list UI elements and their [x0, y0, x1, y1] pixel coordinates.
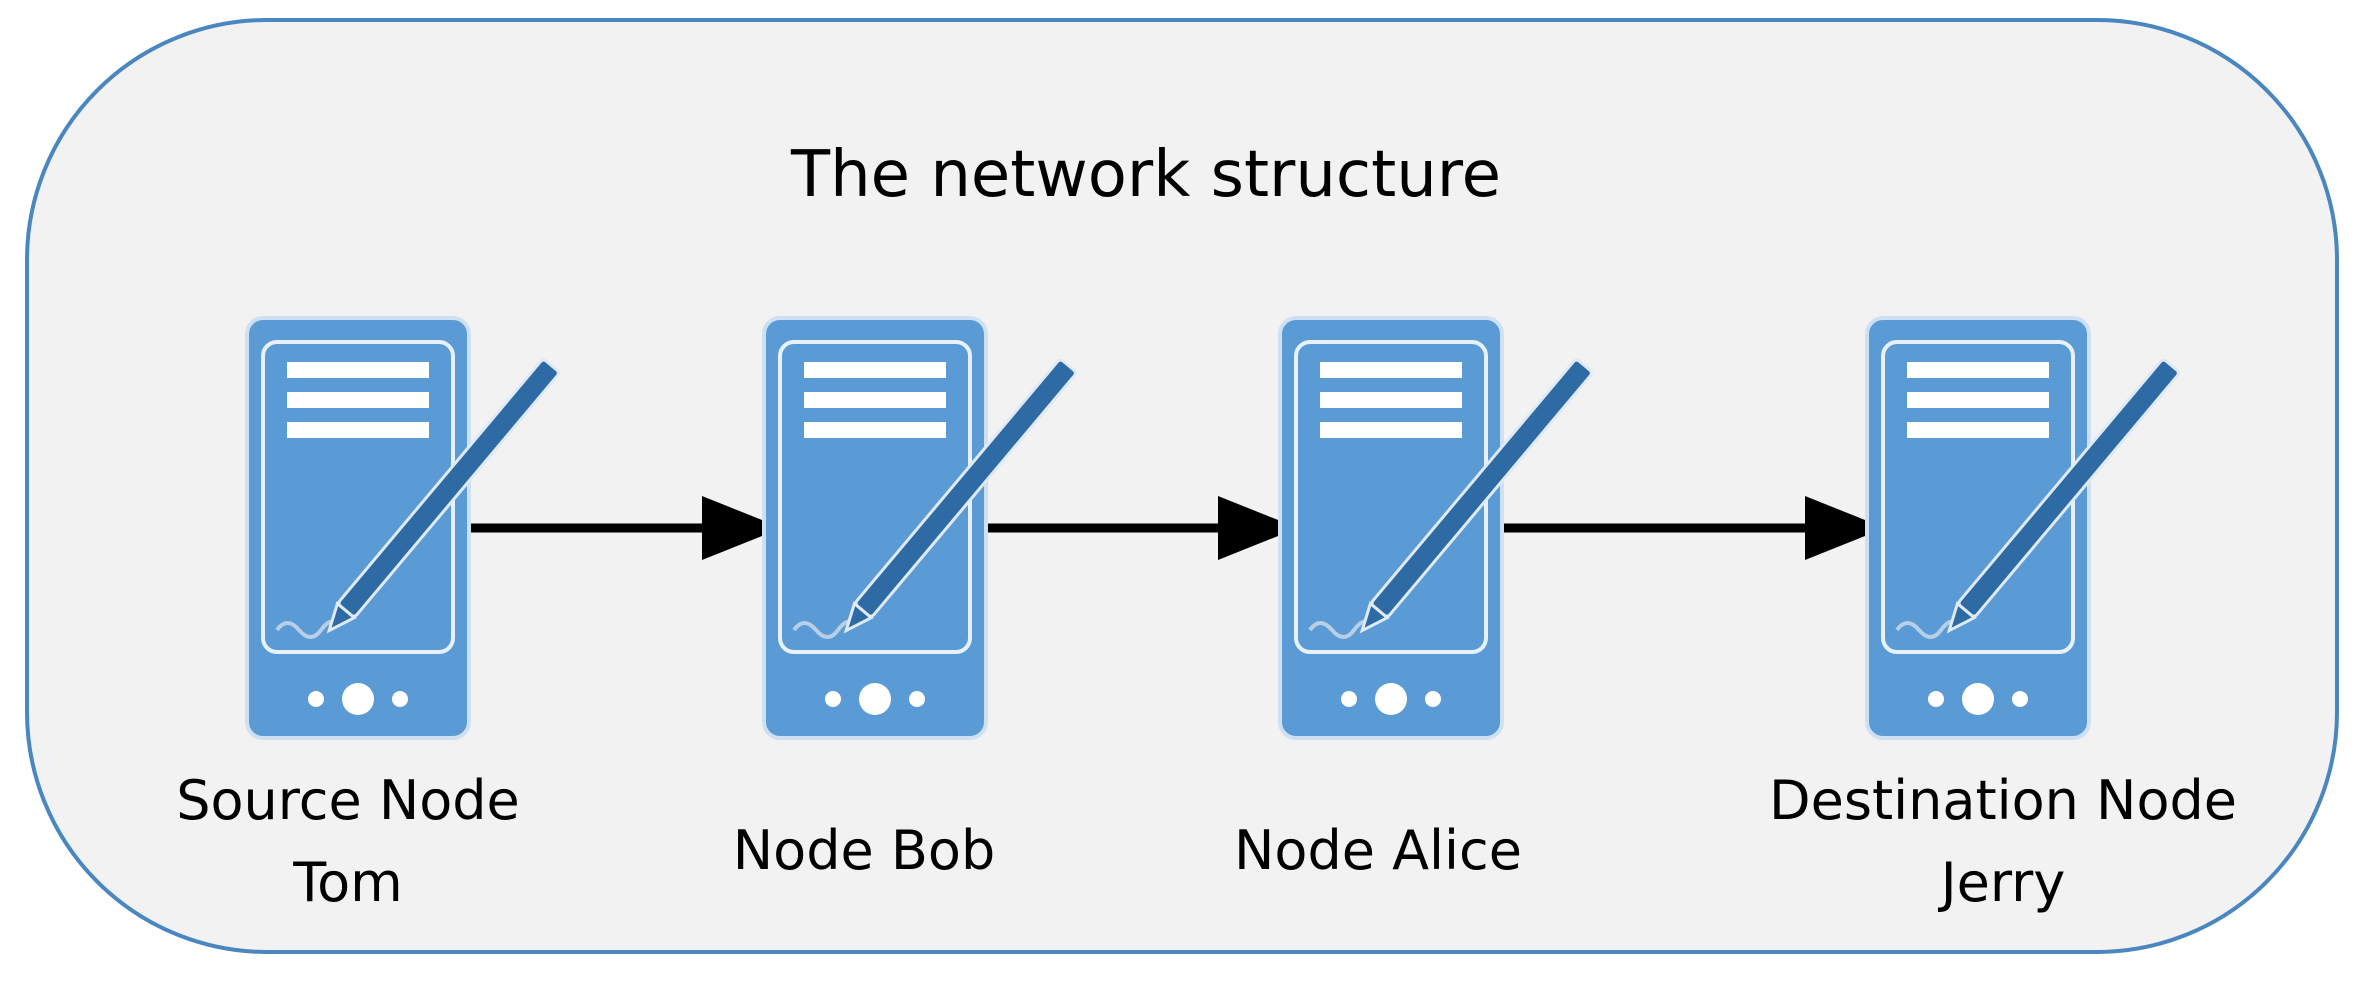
screen-line	[804, 362, 946, 378]
home-button	[1962, 683, 1994, 715]
side-button	[909, 691, 925, 707]
screen-line	[287, 362, 429, 378]
screen-line	[1907, 392, 2049, 408]
signing-device-icon	[1278, 316, 1593, 740]
side-button	[1425, 691, 1441, 707]
node-label-line: Source Node	[176, 769, 520, 832]
screen-line	[287, 392, 429, 408]
node-label-line: Node Bob	[732, 819, 996, 882]
pen-tip	[326, 601, 357, 634]
node-alice	[1278, 316, 1593, 740]
screen-line	[804, 392, 946, 408]
nodes-layer	[245, 316, 2180, 740]
node-label-alice: Node Alice	[1234, 810, 1522, 892]
node-label-tom: Source Node Tom	[176, 760, 520, 924]
screen-line	[1907, 362, 2049, 378]
home-button	[342, 683, 374, 715]
node-tom	[245, 316, 560, 740]
node-label-line: Jerry	[1940, 851, 2066, 914]
screen-line	[804, 422, 946, 438]
pen-tip	[1946, 601, 1977, 634]
pen-icon	[1946, 358, 2180, 634]
node-label-line: Node Alice	[1234, 819, 1522, 882]
side-button	[308, 691, 324, 707]
device-body	[245, 316, 471, 740]
pen-tip	[843, 601, 874, 634]
side-button	[2012, 691, 2028, 707]
home-button	[1375, 683, 1407, 715]
pen-icon	[1359, 358, 1593, 634]
signing-device-icon	[762, 316, 1077, 740]
screen-line	[1320, 362, 1462, 378]
screen-line	[1320, 422, 1462, 438]
device-body	[1865, 316, 2091, 740]
side-button	[1341, 691, 1357, 707]
device-body	[1278, 316, 1504, 740]
side-button	[392, 691, 408, 707]
signing-device-icon	[1865, 316, 2180, 740]
pen-icon	[326, 358, 560, 634]
side-button	[825, 691, 841, 707]
home-button	[859, 683, 891, 715]
pen-tip	[1359, 601, 1390, 634]
node-label-bob: Node Bob	[733, 810, 995, 892]
screen-line	[1907, 422, 2049, 438]
signing-device-icon	[245, 316, 560, 740]
node-jerry	[1865, 316, 2180, 740]
node-bob	[762, 316, 1077, 740]
pen-icon	[843, 358, 1077, 634]
node-label-line: Tom	[293, 851, 403, 914]
screen-line	[1320, 392, 1462, 408]
device-body	[762, 316, 988, 740]
screen-line	[287, 422, 429, 438]
node-label-jerry: Destination Node Jerry	[1769, 760, 2237, 924]
diagram-title: The network structure	[790, 138, 1502, 212]
side-button	[1928, 691, 1944, 707]
network-container	[25, 18, 2339, 954]
node-label-line: Destination Node	[1769, 769, 2237, 832]
